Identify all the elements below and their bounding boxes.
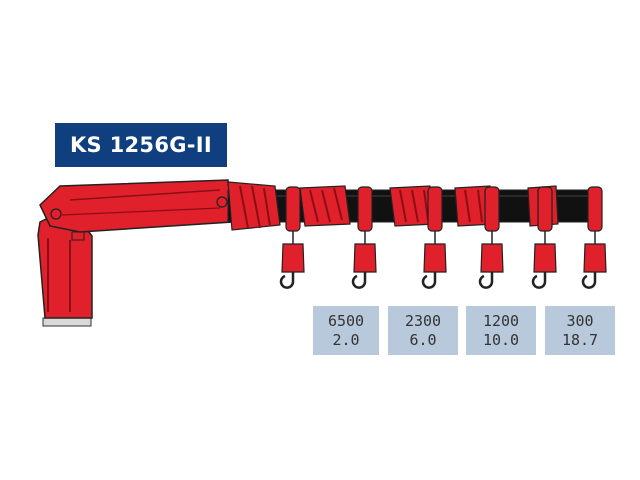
hook-position-2 [351,186,377,289]
crane-hooks [279,186,607,289]
load-spec-box: 6500 2.0 [313,306,379,355]
load-spec-box: 1200 10.0 [466,306,536,355]
model-title: KS 1256G-II [69,133,213,157]
load-spec-box: 2300 6.0 [388,306,458,355]
reach-value: 2.0 [332,330,360,349]
load-value: 6500 [327,311,365,330]
hook-position-3 [421,186,447,289]
reach-value: 6.0 [409,330,437,349]
load-value: 1200 [482,311,520,330]
reach-value: 18.7 [561,330,599,349]
hook-position-6 [581,186,607,289]
load-value: 300 [566,311,594,330]
crane-main-boom [39,179,233,233]
load-value: 2300 [404,311,442,330]
hook-position-4 [478,186,504,289]
hook-position-5 [531,186,557,289]
crane-base-plate [42,317,92,327]
model-title-badge: KS 1256G-II [55,123,227,167]
load-spec-box: 300 18.7 [545,306,615,355]
crane-column [37,206,93,327]
reach-value: 10.0 [482,330,520,349]
hook-position-1 [279,186,305,289]
